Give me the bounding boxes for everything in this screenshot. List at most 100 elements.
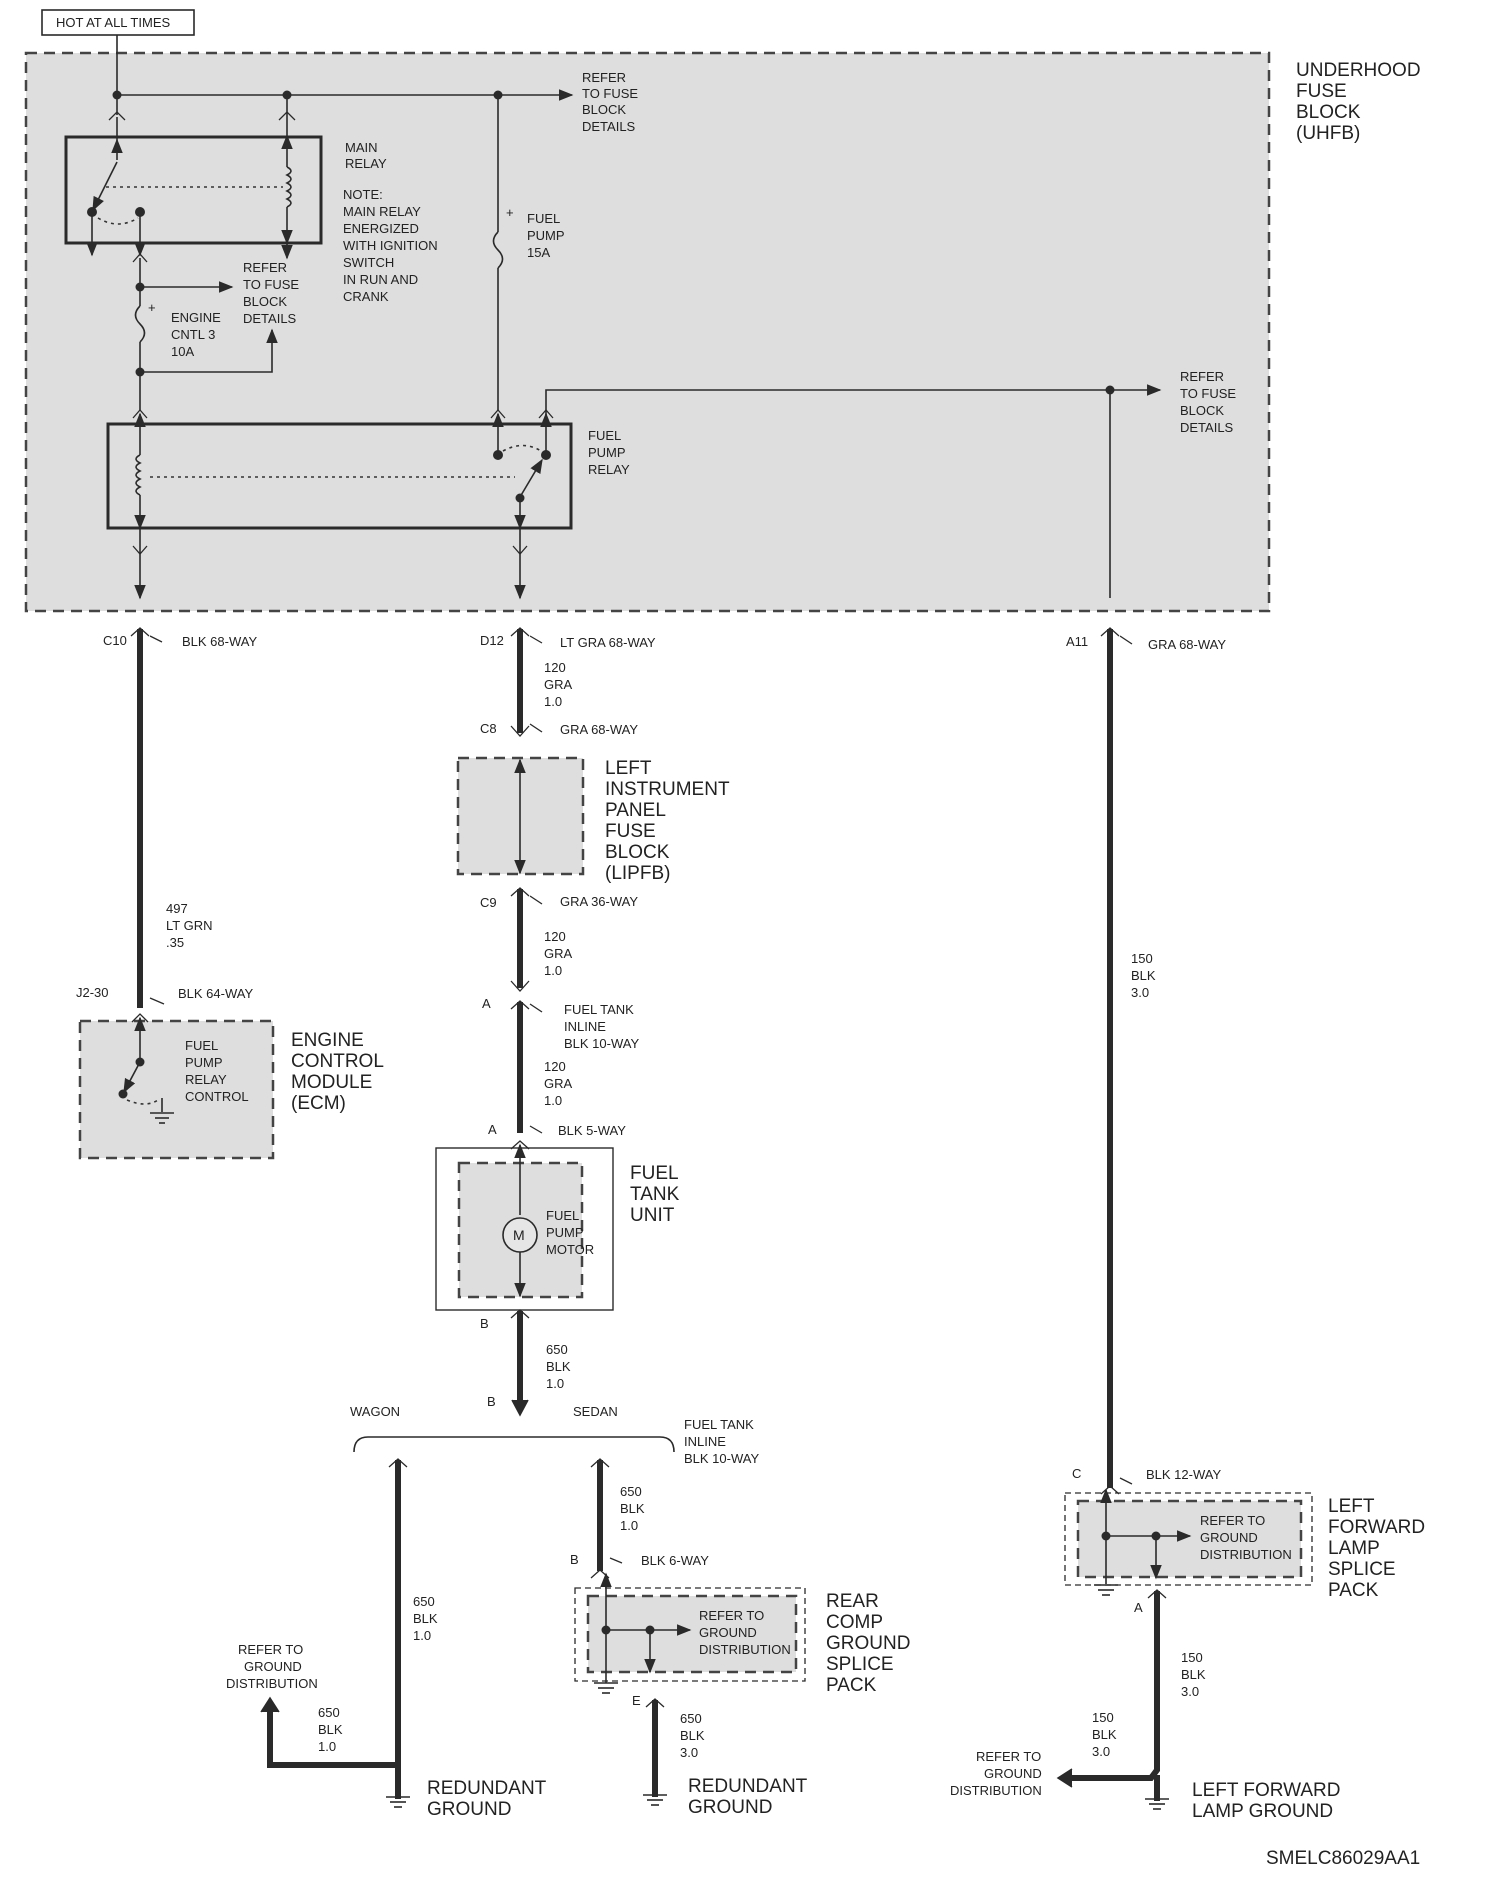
c8-connector (510, 725, 530, 737)
svg-text:120: 120 (544, 660, 566, 675)
wire-650-label-1: 650 BLK 1.0 (546, 1342, 571, 1391)
fuel-pump-relay-switch-arm (519, 458, 543, 498)
b5-pin: B (480, 1316, 489, 1331)
hot-at-all-times-box (41, 9, 195, 36)
svg-text:GROUND: GROUND (1200, 1530, 1258, 1545)
a5-connector-label: BLK 5-WAY (558, 1123, 626, 1138)
svg-text:FUEL: FUEL (185, 1038, 218, 1053)
svg-text:REAR: REAR (826, 1591, 879, 1612)
ecm-outline (78, 1019, 275, 1160)
svg-text:REDUNDANT: REDUNDANT (688, 1776, 808, 1797)
svg-text:REFER: REFER (1180, 369, 1224, 384)
svg-text:ENERGIZED: ENERGIZED (343, 221, 419, 236)
j2-30-connector-label: BLK 64-WAY (178, 986, 253, 1001)
svg-text:1.0: 1.0 (544, 694, 562, 709)
svg-text:REFER: REFER (243, 260, 287, 275)
svg-text:BLOCK: BLOCK (605, 842, 670, 863)
svg-text:650: 650 (620, 1484, 642, 1499)
wire-150-label-1: 150 BLK 3.0 (1131, 951, 1156, 1000)
diagram-id: SMELC86029AA1 (1266, 1848, 1420, 1869)
wagon-wire-label-2: 650 BLK 1.0 (318, 1705, 343, 1754)
svg-text:3.0: 3.0 (1181, 1684, 1199, 1699)
svg-text:FORWARD: FORWARD (1328, 1517, 1425, 1538)
svg-text:PANEL: PANEL (605, 800, 666, 821)
svg-text:650: 650 (680, 1711, 702, 1726)
svg-text:PUMP: PUMP (546, 1225, 584, 1240)
connector-leader (529, 635, 543, 644)
svg-text:BLOCK: BLOCK (582, 102, 626, 117)
svg-text:120: 120 (544, 929, 566, 944)
lf-lamp-ground-label: LEFT FORWARD LAMP GROUND (1192, 1780, 1341, 1822)
wire-150-blk-3-ground (1063, 1591, 1160, 1781)
svg-text:LAMP: LAMP (1328, 1538, 1380, 1559)
ecm-title: ENGINE CONTROL MODULE (ECM) (291, 1030, 384, 1114)
c12-pin: C (1072, 1466, 1081, 1481)
refer-fuse-block-right: REFER TO FUSE BLOCK DETAILS (1180, 369, 1236, 435)
switch-contact (118, 1089, 128, 1099)
svg-text:FUSE: FUSE (1296, 81, 1347, 102)
svg-text:1.0: 1.0 (620, 1518, 638, 1533)
lf-splice-inner-label: REFER TO GROUND DISTRIBUTION (1200, 1513, 1292, 1562)
j2-30-pin: J2-30 (76, 985, 109, 1000)
svg-text:CRANK: CRANK (343, 289, 389, 304)
refer-fuse-block-mid: REFER TO FUSE BLOCK DETAILS (243, 260, 299, 326)
ground-icon (1094, 1584, 1118, 1596)
svg-text:DISTRIBUTION: DISTRIBUTION (226, 1676, 318, 1691)
svg-text:BLK: BLK (620, 1501, 645, 1516)
sedan-wire-label: 650 BLK 1.0 (620, 1484, 645, 1533)
svg-text:150: 150 (1181, 1650, 1203, 1665)
svg-text:650: 650 (318, 1705, 340, 1720)
svg-text:BLOCK: BLOCK (243, 294, 287, 309)
ecm-inner-label: FUEL PUMP RELAY CONTROL (185, 1038, 249, 1104)
svg-text:BLK: BLK (413, 1611, 438, 1626)
svg-text:BLK: BLK (546, 1359, 571, 1374)
switch-contact (135, 1057, 145, 1067)
wire-650-blk-wagon (267, 1460, 401, 1768)
c9-connector (510, 887, 530, 897)
refer-arrow (260, 1696, 280, 1713)
svg-text:(LIPFB): (LIPFB) (605, 863, 670, 884)
svg-text:.35: .35 (166, 935, 184, 950)
fuel-tank-inline-connector (510, 980, 530, 992)
lf-lamp-splice-outline (1076, 1499, 1303, 1579)
b6-connector-label: BLK 6-WAY (641, 1553, 709, 1568)
fuel-tank-inline-label-2: FUEL TANK INLINE BLK 10-WAY (684, 1417, 759, 1466)
svg-text:GROUND: GROUND (826, 1633, 910, 1654)
svg-text:REFER TO: REFER TO (1200, 1513, 1265, 1528)
fuel-pump-relay-coil (135, 454, 142, 496)
a-connector (1147, 1589, 1167, 1599)
relay-switch-path (97, 217, 139, 225)
wire-497-label: 497 LT GRN .35 (166, 901, 212, 950)
svg-text:BLK: BLK (1131, 968, 1156, 983)
svg-text:INLINE: INLINE (564, 1019, 606, 1034)
wagon-sedan-brace (353, 1436, 675, 1453)
svg-text:GROUND: GROUND (688, 1797, 772, 1818)
svg-text:CNTL 3: CNTL 3 (171, 327, 215, 342)
connector-leader (149, 997, 165, 1005)
b6-pin: B (570, 1552, 579, 1567)
svg-text:INLINE: INLINE (684, 1434, 726, 1449)
svg-text:FUEL: FUEL (630, 1163, 679, 1184)
b5-connector (510, 1309, 530, 1319)
svg-text:NOTE:: NOTE: (343, 187, 383, 202)
svg-text:CONTROL: CONTROL (185, 1089, 249, 1104)
svg-text:BLOCK: BLOCK (1180, 403, 1224, 418)
fuel-pump-fuse-label: FUEL PUMP 15A (527, 211, 565, 260)
connector-leader (529, 1125, 543, 1134)
svg-text:FUEL TANK: FUEL TANK (684, 1417, 754, 1432)
svg-text:UNDERHOOD: UNDERHOOD (1296, 60, 1421, 81)
svg-text:15A: 15A (527, 245, 550, 260)
svg-text:497: 497 (166, 901, 188, 916)
c10-connector-label: BLK 68-WAY (182, 634, 257, 649)
svg-text:TO FUSE: TO FUSE (582, 86, 638, 101)
svg-text:CONTROL: CONTROL (291, 1051, 384, 1072)
wagon-connector (388, 1458, 408, 1468)
main-relay-note: NOTE: MAIN RELAY ENERGIZED WITH IGNITION… (343, 187, 438, 304)
rear-comp-title: REAR COMP GROUND SPLICE PACK (826, 1591, 910, 1696)
svg-text:BLK: BLK (1092, 1727, 1117, 1742)
svg-text:1.0: 1.0 (546, 1376, 564, 1391)
a-pin: A (1134, 1600, 1143, 1615)
svg-text:MAIN RELAY: MAIN RELAY (343, 204, 421, 219)
svg-text:COMP: COMP (826, 1612, 883, 1633)
svg-text:FUEL: FUEL (588, 428, 621, 443)
